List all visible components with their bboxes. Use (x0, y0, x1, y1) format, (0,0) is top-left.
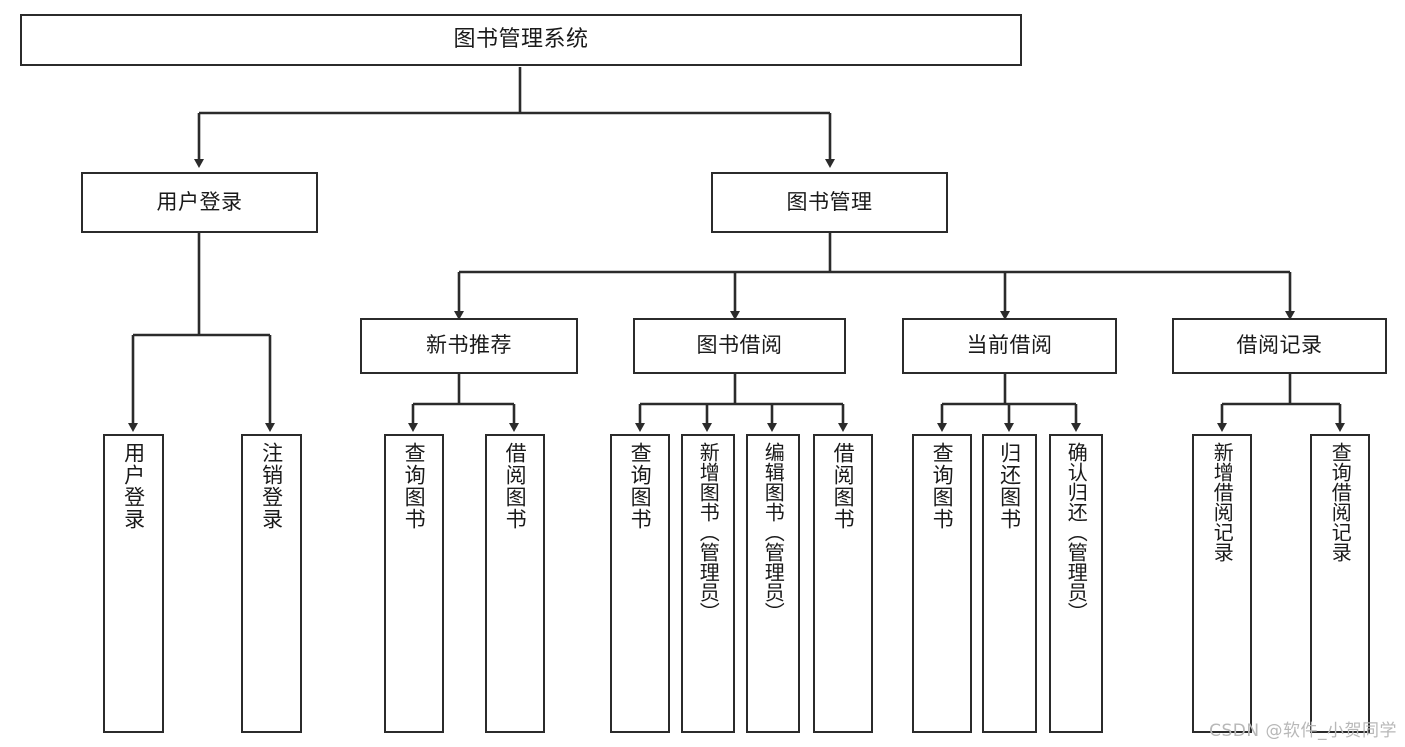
leaf-query-book-borrow[interactable]: 查询图书 (610, 434, 670, 733)
node-label: 当前借阅 (966, 333, 1053, 358)
csdn-watermark: CSDN @软件_小贺同学 (1209, 721, 1397, 741)
node-label: 新增借阅记录 (1210, 442, 1235, 562)
node-label: 编辑图书（管理员） (761, 442, 786, 622)
node-borrow-record[interactable]: 借阅记录 (1172, 318, 1387, 374)
leaf-logout-login[interactable]: 注销登录 (241, 434, 302, 733)
leaf-query-book-current[interactable]: 查询图书 (912, 434, 972, 733)
node-new-book-recommend[interactable]: 新书推荐 (360, 318, 578, 374)
node-label: 查询图书 (628, 442, 653, 530)
leaf-add-book-admin[interactable]: 新增图书（管理员） (681, 434, 735, 733)
node-label: 新书推荐 (426, 333, 512, 358)
node-book-borrow[interactable]: 图书借阅 (633, 318, 846, 374)
node-label: 查询图书 (930, 442, 955, 530)
node-label: 图书管理 (786, 189, 873, 214)
node-label: 用户登录 (156, 189, 243, 214)
node-label: 借阅图书 (503, 442, 528, 530)
node-label: 用户登录 (121, 442, 146, 530)
node-user-login[interactable]: 用户登录 (81, 172, 318, 233)
node-label: 确认归还（管理员） (1064, 442, 1089, 622)
leaf-add-borrow-record[interactable]: 新增借阅记录 (1192, 434, 1252, 733)
leaf-return-book[interactable]: 归还图书 (982, 434, 1037, 733)
node-book-management-system[interactable]: 图书管理系统 (20, 14, 1022, 66)
node-label: 借阅记录 (1236, 333, 1323, 358)
leaf-borrow-book-borrow[interactable]: 借阅图书 (813, 434, 873, 733)
node-label: 查询借阅记录 (1328, 442, 1353, 562)
leaf-query-book-recommend[interactable]: 查询图书 (384, 434, 444, 733)
node-current-borrow[interactable]: 当前借阅 (902, 318, 1117, 374)
node-label: 图书借阅 (696, 333, 783, 358)
node-label: 注销登录 (259, 442, 284, 530)
node-label: 新增图书（管理员） (696, 442, 721, 622)
leaf-query-borrow-record[interactable]: 查询借阅记录 (1310, 434, 1370, 733)
node-book-management[interactable]: 图书管理 (711, 172, 948, 233)
node-label: 归还图书 (997, 442, 1022, 530)
leaf-confirm-return-admin[interactable]: 确认归还（管理员） (1049, 434, 1103, 733)
leaf-edit-book-admin[interactable]: 编辑图书（管理员） (746, 434, 800, 733)
node-label: 图书管理系统 (453, 26, 589, 52)
leaf-borrow-book-recommend[interactable]: 借阅图书 (485, 434, 545, 733)
leaf-user-login[interactable]: 用户登录 (103, 434, 164, 733)
node-label: 查询图书 (402, 442, 427, 530)
node-label: 借阅图书 (831, 442, 856, 530)
